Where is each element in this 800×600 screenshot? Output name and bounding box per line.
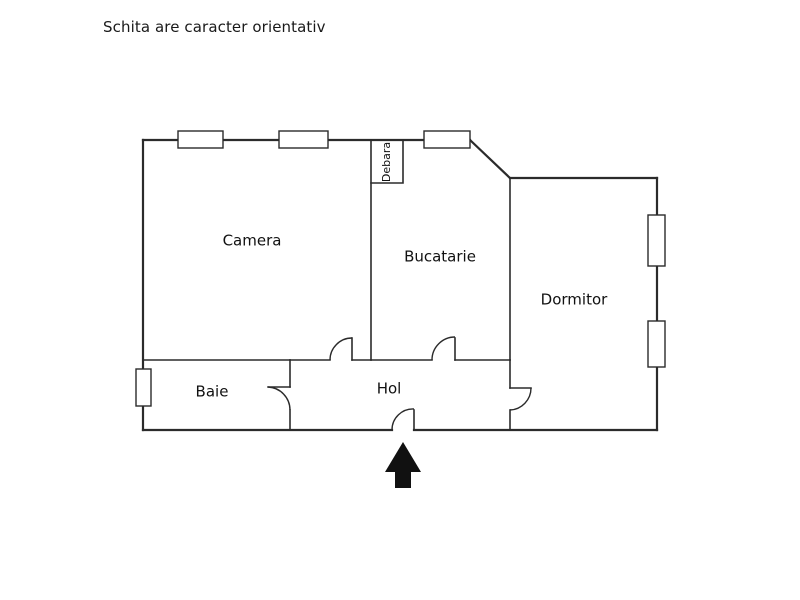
room-label-bucatarie: Bucatarie (404, 248, 476, 266)
room-label-hol: Hol (377, 380, 402, 398)
window-bucatarie (423, 130, 471, 149)
page-title: Schita are caracter orientativ (103, 18, 326, 36)
window-camera-2 (278, 130, 329, 149)
wall-debara (370, 139, 404, 184)
door-bucatarie-hol (431, 336, 456, 361)
window-baie (135, 368, 152, 407)
windows (135, 130, 666, 407)
window-camera-1 (177, 130, 224, 149)
room-label-baie: Baie (196, 383, 229, 401)
door-arc-camera-hol (329, 337, 353, 361)
door-hol-dormitor (509, 387, 532, 411)
door-entrance (391, 408, 415, 431)
entrance-arrow (385, 442, 421, 488)
door-arc-bucatarie-hol (431, 336, 456, 361)
closet-label-debara: Debara (380, 142, 393, 182)
room-labels: Camera Bucatarie Dormitor Baie Hol Debar… (196, 142, 609, 401)
window-dormitor-2 (647, 320, 666, 368)
doors (267, 336, 532, 431)
window-dormitor-1 (647, 214, 666, 267)
room-label-camera: Camera (223, 232, 282, 250)
room-label-dormitor: Dormitor (541, 291, 608, 309)
interior-walls (142, 139, 511, 431)
door-arc-baie-hol (267, 386, 291, 411)
door-camera-hol (329, 337, 353, 361)
wall-diagonal (468, 138, 512, 180)
door-arc-hol-dormitor (509, 387, 532, 411)
door-arc-entrance (391, 408, 415, 431)
door-baie-hol (267, 386, 291, 411)
